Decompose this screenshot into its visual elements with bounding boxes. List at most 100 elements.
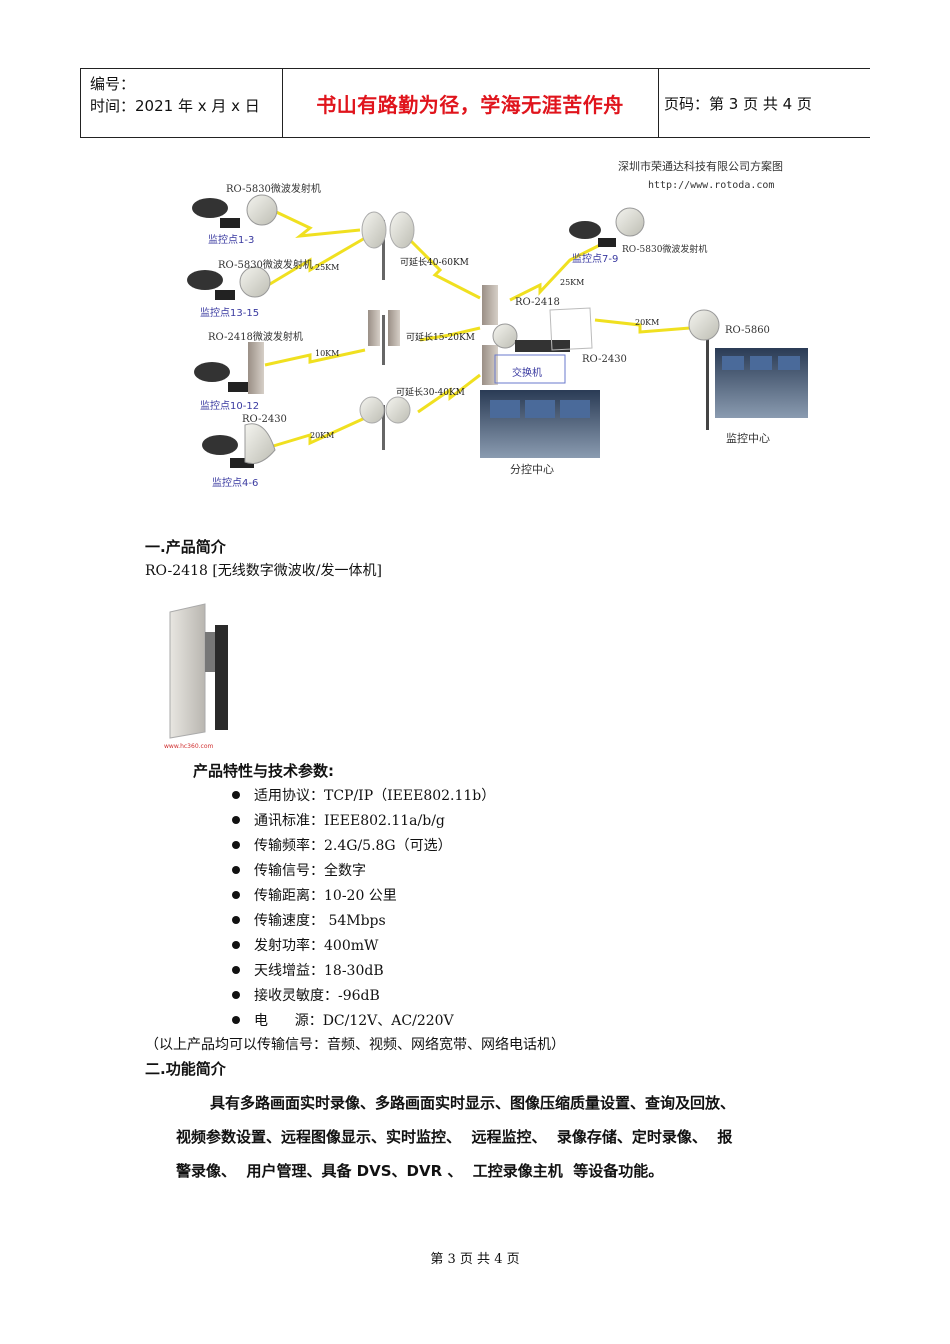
dish-antenna-icon [239, 266, 271, 298]
center-device-label: RO-5860 [725, 325, 770, 336]
spec-item: 发射功率：400mW [232, 935, 378, 955]
features-title: 产品特性与技术参数: [193, 762, 334, 780]
link-distance: 10KM [315, 349, 339, 358]
hub-device-label: RO-2418 [515, 297, 560, 308]
site-device-label: RO-5830微波发射机 [226, 182, 321, 195]
company-url: http://www.rotoda.com [648, 180, 774, 191]
grid-antenna-icon [549, 307, 593, 351]
panel-antenna-icon [388, 310, 400, 346]
monitor-center-label: 监控中心 [726, 431, 770, 445]
site-device-label: RO-2418微波发射机 [208, 330, 303, 343]
site-device-label: RO-5830微波发射机 [218, 258, 313, 271]
spec-item: 天线增益：18-30dB [232, 960, 384, 980]
camera-icon [202, 435, 238, 455]
panel-antenna-icon [482, 345, 498, 385]
left-site-3: RO-2418微波发射机 监控点10-12 10KM [194, 330, 339, 412]
page-footer: 第 3 页 共 4 页 [430, 1252, 520, 1267]
grid-antenna-icon [359, 396, 385, 424]
bullet-icon [232, 816, 240, 824]
time-label: 时间：2021 年 x 月 x 日 [90, 97, 260, 115]
monitor-center: RO-5860 20KM 监控中心 [635, 309, 808, 445]
site-label: 监控点1-3 [208, 233, 254, 246]
spec-item: 适用协议：TCP/IP（IEEE802.11b） [232, 785, 495, 805]
dish-antenna-icon [615, 207, 645, 237]
dish-antenna-icon [389, 211, 415, 249]
function-line: 警录像、 用户管理、具备 DVS、DVR 、 工控录像主机 等设备功能。 [176, 1162, 664, 1180]
product-name: RO-2418 [无线数字微波收/发一体机] [145, 563, 382, 579]
function-description: 具有多路画面实时录像、多路画面实时显示、图像压缩质量设置、查询及回放、 视频参数… [176, 1086, 796, 1188]
spec-item: 接收灵敏度：-96dB [232, 985, 380, 1005]
switch-icon [515, 340, 570, 352]
function-line: 视频参数设置、远程图像显示、实时监控、 远程监控、 录像存储、定时录像、 报 [176, 1128, 733, 1146]
company-name: 深圳市荣通达科技有限公司方案图 [618, 159, 783, 173]
branch-center: RO-2418 RO-2430 交换机 分控中心 [480, 285, 627, 476]
mounting-pole [215, 625, 228, 730]
panel-antenna-icon [169, 603, 206, 739]
header-divider [80, 69, 81, 137]
camera-icon [192, 198, 228, 218]
relay-range: 可延长15-20KM [406, 331, 475, 343]
section2-title: 二.功能简介 [145, 1060, 226, 1078]
left-site-2: RO-5830微波发射机 监控点13-15 [187, 258, 313, 319]
spec-item: 传输速度： 54Mbps [232, 910, 386, 930]
spec-item: 传输距离：10-20 公里 [232, 885, 397, 905]
branch-center-label: 分控中心 [510, 462, 554, 476]
link-distance: 25KM [315, 263, 339, 272]
camera-icon [569, 221, 601, 239]
relay-1: 可延长40-60KM [361, 211, 469, 280]
grid-antenna-icon [244, 423, 276, 464]
site-label: 监控点10-12 [200, 399, 259, 412]
bullet-icon [232, 866, 240, 874]
link-distance: 20KM [635, 318, 659, 327]
bullet-icon [232, 991, 240, 999]
site-label: 监控点7-9 [572, 252, 618, 265]
bullet-icon [232, 941, 240, 949]
header-divider [282, 69, 283, 137]
header-table: 编号： 时间：2021 年 x 月 x 日 书山有路勤为径，学海无涯苦作舟 页码… [80, 68, 870, 138]
bullet-icon [232, 891, 240, 899]
right-site: 监控点7-9 RO-5830微波发射机 25KM [560, 207, 707, 287]
section1-title: 一.产品简介 [145, 538, 226, 556]
bullet-icon [232, 791, 240, 799]
panel-antenna-icon [368, 310, 380, 346]
link-distance: 25KM [560, 278, 584, 287]
bullet-icon [232, 1016, 240, 1024]
serial-label: 编号： [90, 75, 136, 93]
site-device-label: RO-2430 [242, 414, 287, 425]
relay-3: 可延长30-40KM [359, 386, 465, 450]
spec-item: 通讯标准：IEEE802.11a/b/g [232, 810, 445, 830]
bullet-icon [232, 916, 240, 924]
spec-item: 传输频率：2.4G/5.8G（可选） [232, 835, 452, 855]
header-motto: 书山有路勤为径，学海无涯苦作舟 [316, 92, 624, 117]
dish-antenna-icon [246, 194, 278, 226]
dish-antenna-icon [361, 211, 387, 249]
spec-item: 传输信号：全数字 [232, 860, 366, 880]
dish-antenna-icon [688, 309, 720, 341]
header-meta: 编号： 时间：2021 年 x 月 x 日 [90, 73, 260, 117]
panel-antenna-icon [482, 285, 498, 325]
left-site-4: RO-2430 监控点4-6 20KM [202, 414, 334, 489]
switch-label: 交换机 [512, 366, 542, 379]
site-label: 监控点13-15 [200, 306, 259, 319]
site-device-label: RO-5830微波发射机 [622, 243, 707, 255]
image-caption: www.hc360.com [164, 743, 214, 750]
transmission-note: （以上产品均可以传输信号：音频、视频、网络宽带、网络电话机） [145, 1037, 565, 1053]
panel-antenna-icon [248, 342, 264, 394]
bullet-icon [232, 841, 240, 849]
left-site-1: RO-5830微波发射机 监控点1-3 25KM [192, 182, 339, 272]
grid-antenna-icon [385, 396, 411, 424]
camera-icon [187, 270, 223, 290]
header-divider [658, 69, 659, 137]
header-page-code: 页码：第 3 页 共 4 页 [664, 94, 812, 113]
network-diagram: 深圳市荣通达科技有限公司方案图 http://www.rotoda.com RO… [187, 159, 808, 489]
bullet-icon [232, 966, 240, 974]
hub-device-label: RO-2430 [582, 354, 627, 365]
spec-item: 电 源：DC/12V、AC/220V [232, 1010, 454, 1030]
link-distance: 20KM [310, 431, 334, 440]
site-label: 监控点4-6 [212, 476, 258, 489]
camera-icon [194, 362, 230, 382]
relay-range: 可延长40-60KM [400, 256, 469, 268]
product-image: www.hc360.com [164, 603, 228, 750]
wireless-links [259, 208, 691, 452]
relay-range: 可延长30-40KM [396, 386, 465, 398]
